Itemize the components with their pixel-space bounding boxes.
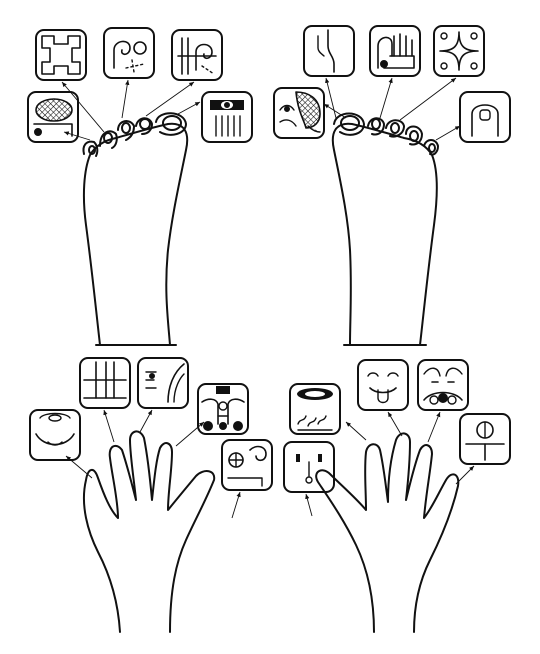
arrow [103,409,115,443]
arrow [305,493,313,517]
mask-face-glyph-icon [197,383,249,435]
spiral-dots-glyph-icon [103,27,155,79]
circle-scroll-glyph-icon [221,439,273,491]
arrow [325,77,337,119]
arrow [387,411,403,437]
arrow [435,125,461,141]
arch-glyph-icon [459,91,511,143]
right-foot [331,112,439,346]
arrow [231,491,241,519]
right-hand [315,432,460,633]
mesh-face-glyph-icon [273,87,325,139]
arrow [65,455,93,479]
arrow [323,103,347,119]
long-face-glyph-icon [283,441,335,493]
tongue-face-glyph-icon [357,359,409,411]
left-foot [82,112,189,346]
circle-pillar-glyph-icon [459,413,511,465]
star-diamond-glyph-icon [433,25,485,77]
pillar-spiral-glyph-icon [171,29,223,81]
hand-spiral-glyph-icon [369,25,421,77]
profile-face-glyph-icon [137,357,189,409]
eyes-knot-glyph-icon [417,359,469,411]
arrow [379,77,393,119]
arrow [427,411,441,443]
smile-face-glyph-icon [29,409,81,461]
arrow [455,465,475,485]
arrow [61,81,105,133]
arrow [399,77,457,121]
split-curve-glyph-icon [303,25,355,77]
vertical-bars-glyph-icon [79,357,131,409]
bowl-steam-glyph-icon [289,383,341,435]
pinwheel-glyph-icon [35,29,87,81]
mesh-oval-glyph-icon [27,91,79,143]
eye-bars-glyph-icon [201,91,253,143]
arrow [175,421,205,447]
left-hand [82,430,216,633]
arrow [145,81,195,117]
arrows [61,77,475,519]
arrow [121,79,130,119]
arrow [139,409,153,433]
arrow [345,421,367,441]
arrow [177,101,201,115]
arrow [63,131,91,141]
